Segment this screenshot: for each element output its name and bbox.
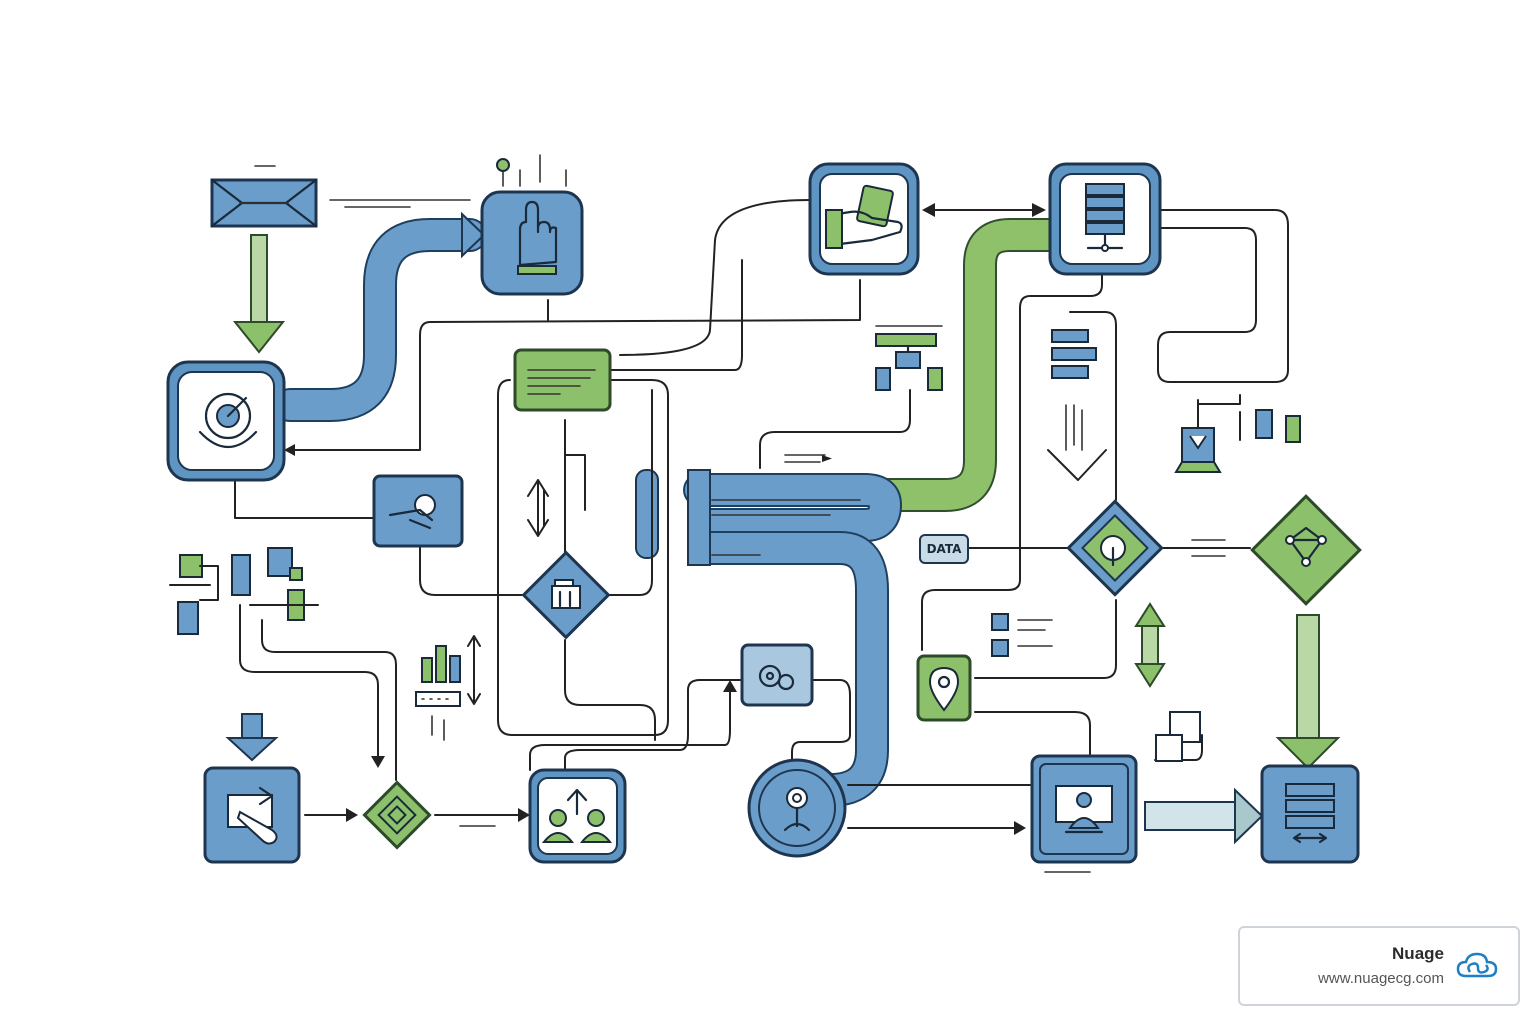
map-pin-node[interactable] bbox=[916, 654, 972, 722]
brand-name: Nuage bbox=[1392, 944, 1444, 963]
gradient-right-arrow bbox=[1144, 787, 1264, 845]
envelope-node[interactable] bbox=[210, 165, 318, 228]
hand-tool-node[interactable] bbox=[372, 474, 464, 548]
data-tag-label: DATA bbox=[927, 542, 963, 556]
plant-laptop-icon bbox=[1174, 409, 1301, 473]
target-gauge-icon bbox=[198, 392, 258, 448]
storage-server-icon bbox=[1285, 783, 1335, 844]
team-people-icon bbox=[541, 788, 613, 843]
green-down-arrow-left bbox=[232, 234, 286, 354]
network-icon bbox=[1285, 526, 1327, 567]
blocks-diagram-icon bbox=[169, 547, 319, 635]
green-flow-pipe bbox=[863, 218, 1067, 512]
document-pen-icon bbox=[227, 786, 278, 845]
presenter-screen-icon bbox=[1055, 785, 1113, 834]
updown-arrow-outline bbox=[527, 479, 549, 537]
cloud-icon bbox=[1456, 952, 1498, 978]
blue-down-arrow bbox=[225, 713, 279, 762]
payment-node[interactable] bbox=[808, 162, 920, 276]
server-storage-node[interactable] bbox=[1260, 764, 1360, 864]
server-node[interactable] bbox=[1048, 162, 1162, 276]
note-card-node[interactable] bbox=[513, 348, 612, 412]
brand-url: www.nuagecg.com bbox=[1318, 970, 1444, 987]
data-tag: DATA bbox=[919, 534, 969, 564]
connector-lines bbox=[234, 199, 1289, 873]
search-diamond-node[interactable] bbox=[1066, 499, 1164, 597]
blue-flow-pipe-center bbox=[635, 469, 902, 807]
org-chart-icon bbox=[875, 325, 943, 391]
user-circle-node[interactable] bbox=[747, 758, 847, 858]
team-node[interactable] bbox=[528, 768, 627, 864]
hand-with-card-icon bbox=[824, 184, 903, 249]
blue-flow-pipe-top bbox=[273, 211, 487, 422]
gears-node[interactable] bbox=[740, 643, 814, 707]
list-blocks-icon bbox=[1051, 329, 1097, 379]
building-icon bbox=[551, 579, 581, 609]
hand-gesture-icon bbox=[388, 494, 436, 530]
magnifier-icon bbox=[1100, 535, 1126, 567]
building-diamond-node[interactable] bbox=[521, 550, 611, 640]
green-down-arrow-right bbox=[1275, 614, 1341, 770]
gauge-node[interactable] bbox=[166, 360, 286, 482]
gears-icon bbox=[758, 664, 795, 691]
network-diamond-node[interactable] bbox=[1250, 494, 1362, 606]
map-pin-icon bbox=[928, 666, 960, 712]
green-diamond-node[interactable] bbox=[362, 780, 432, 850]
hand-pointer-node[interactable] bbox=[480, 154, 584, 296]
user-icon bbox=[783, 787, 811, 832]
checklist-icon bbox=[991, 613, 1053, 657]
green-bidirectional-arrow bbox=[1134, 602, 1166, 688]
hand-pointer-icon bbox=[517, 200, 558, 275]
presenter-node[interactable] bbox=[1030, 754, 1138, 864]
server-rack-icon bbox=[1085, 183, 1125, 252]
document-edit-node[interactable] bbox=[203, 766, 301, 864]
bar-chart-icon bbox=[415, 645, 461, 741]
funnel-arrow-icon bbox=[1047, 404, 1107, 481]
brand-card: Nuage www.nuagecg.com bbox=[1238, 926, 1520, 1006]
updown-arrow-small bbox=[467, 635, 481, 705]
copy-squares-icon bbox=[1155, 711, 1201, 762]
